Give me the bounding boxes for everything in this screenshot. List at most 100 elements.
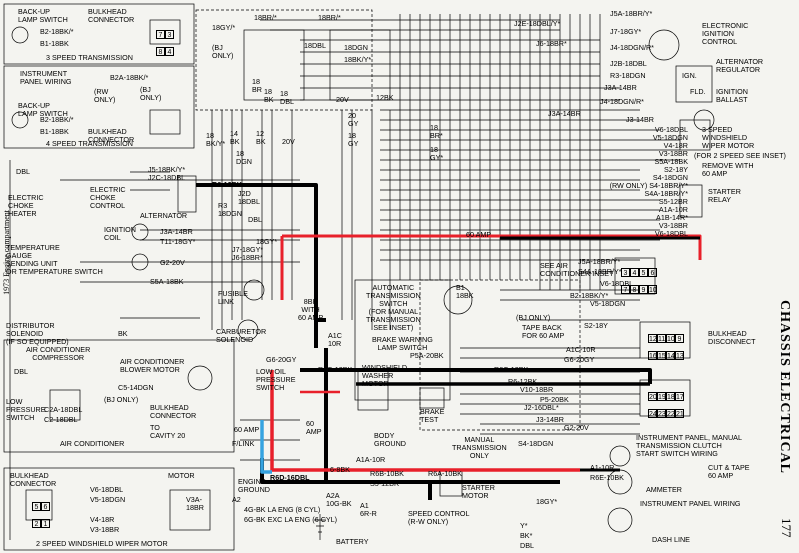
- tape-back-label: TAPE BACK FOR 60 AMP: [522, 323, 565, 340]
- wire-v5-18dgn-center: V5-18DGN: [590, 299, 626, 308]
- center-w18gyb: 18 GY*: [430, 145, 444, 162]
- windshield-washer-motor-label: WINDSHIELD WASHER MOTOR: [362, 363, 408, 388]
- caption-2-speed-wiper: 2 SPEED WINDSHIELD WIPER MOTOR: [36, 539, 168, 548]
- wiper-3-speed-label: 3 SPEED WINDSHIELD WIPER MOTOR: [702, 125, 755, 150]
- brake-test-label: BRAKE TEST: [420, 407, 445, 424]
- wire-j2e-18dbl: J2E-18DBL/Y*: [514, 19, 561, 28]
- wire-6-8bk: 6-8BK: [330, 465, 350, 474]
- pin: 15: [657, 351, 666, 360]
- pin: 7: [621, 285, 630, 294]
- y-wire-label: Y*: [520, 521, 528, 530]
- wire-j4-18dgn: J4-18DGN/R*: [610, 43, 654, 52]
- pin: 22: [666, 409, 675, 418]
- cut-and-tape-label: CUT & TAPE 60 AMP: [708, 463, 750, 480]
- right-wire-item: A1A-10R: [658, 205, 688, 214]
- center-60-amp: 60 AMP: [466, 230, 492, 239]
- wire-s5-12br: S5-12BR: [370, 479, 400, 488]
- wire-j3a-14br: J3A-14BR: [160, 227, 193, 236]
- ammeter-label: AMMETER: [646, 485, 682, 494]
- bulkhead-disconnect-label: BULKHEAD DISCONNECT: [708, 329, 756, 346]
- wire-r3-18dgn-right: R3-18DGN: [610, 71, 646, 80]
- 60-amp-label-b: 60 AMP: [234, 425, 260, 434]
- wire-c5-14dgn: C5-14DGN: [118, 383, 154, 392]
- wire-g2-20v: G2-20V: [160, 258, 185, 267]
- wire-r6-12bk-label: R6-12BK: [212, 180, 242, 189]
- starter-relay-label: STARTER RELAY: [708, 187, 741, 204]
- pin: 17: [675, 392, 684, 401]
- wire-v3a-18br: V3A- 18BR: [186, 495, 204, 512]
- starter-motor-label: STARTER MOTOR: [462, 483, 495, 500]
- wire-r6c-12bk: R6C-12BK: [318, 365, 353, 374]
- bj-only-note: (BJ ONLY): [140, 85, 162, 102]
- wire-s4a-18br: S4A-18BR/Y*: [578, 267, 622, 276]
- pin: 10: [666, 334, 675, 343]
- pin: 5: [32, 502, 41, 511]
- instrument-panel-wiring-label: INSTRUMENT PANEL WIRING: [20, 69, 72, 86]
- wire-t11-18gy: T11-18GY*: [160, 237, 196, 246]
- pin: 5: [639, 268, 648, 277]
- center-top-wire-4: 18DBL: [304, 41, 326, 50]
- instrument-panel-manual-label: INSTRUMENT PANEL, MANUAL TRANSMISSION CL…: [636, 433, 742, 458]
- pin: 4: [630, 268, 639, 277]
- trans4-frame: [3, 65, 195, 149]
- ignition-ballast-label: IGNITION BALLAST: [716, 87, 748, 104]
- center-w18gy: 18 GY: [348, 131, 359, 148]
- center-w18-bk: 18 BK: [264, 87, 274, 104]
- pin: 18: [666, 392, 675, 401]
- wire-a1-10r-right: A1-10R: [590, 463, 615, 472]
- pin: 1: [41, 519, 50, 528]
- backup-switch-label-3spd: BACK-UP LAMP SWITCH: [18, 7, 68, 24]
- wire-b2-18bk-3spd: B2-18BK/*: [40, 27, 74, 36]
- pin: 20: [648, 392, 657, 401]
- right-wire-item: S5-12BR: [658, 197, 688, 206]
- center-w14bk: 14 BK: [230, 129, 240, 146]
- wire-a1a-10r: A1A-10R: [356, 455, 386, 464]
- wire-v6-18dbl-center: V6-18DBL: [600, 279, 634, 288]
- center-w18bk: 18 BK/Y*: [206, 131, 226, 148]
- electronic-ignition-control-label: ELECTRONIC IGNITION CONTROL: [702, 21, 749, 46]
- backup-switch-label-4spd: BACK-UP LAMP SWITCH: [18, 101, 68, 118]
- wire-v5-18dgn: V5-18DGN: [90, 495, 126, 504]
- center-top-wire-6: 18BK/Y*: [344, 55, 372, 64]
- wire-18gy: 18GY*: [256, 237, 278, 246]
- pin: 13: [675, 351, 684, 360]
- wire-r6d-16dbl-trace: [260, 420, 272, 474]
- pin: 10: [648, 285, 657, 294]
- wire-v4-18r: V4-18R: [90, 515, 115, 524]
- pin: 19: [657, 392, 666, 401]
- bulkhead-label-3spd: BULKHEAD CONNECTOR: [88, 7, 135, 24]
- wire-j2-16dbl: J2-16DBL*: [524, 403, 559, 412]
- wire-s2-18y: S2-18Y: [584, 321, 608, 330]
- wire-j3a-14br-right-2: J3A-14BR: [548, 109, 581, 118]
- wire-a1c-10r-center: A1C-10R: [566, 345, 596, 354]
- automatic-transmission-switch-label: AUTOMATIC TRANSMISSION SWITCH (FOR MANUA…: [366, 283, 421, 332]
- side-caption: 1973 Engine compartment: [2, 210, 11, 295]
- right-wire-item: S2-18Y: [664, 165, 688, 174]
- caption-air-conditioner: AIR CONDITIONER: [60, 439, 125, 448]
- pin: 16: [648, 351, 657, 360]
- bk-label: BK: [118, 329, 128, 338]
- center-w18br: 18 BR*: [430, 123, 443, 140]
- pin: 24: [648, 409, 657, 418]
- fld-terminal-label: FLD.: [690, 87, 706, 96]
- wire-j5a-18br: J5A-18BR/Y*: [578, 257, 621, 266]
- wire-j4-18dgn-right: J4-18DGN/R*: [600, 97, 644, 106]
- wire-6g-bk: 6G-BK EXC LA ENG (6 CYL): [244, 515, 338, 524]
- wire-r6b-10bk: R6B-10BK: [370, 469, 404, 478]
- right-wire-list: V6-18DBL V5-18DGN V4-18R V3-18BR S5A-18B…: [568, 126, 688, 238]
- manual-transmission-only-label: MANUAL TRANSMISSION ONLY: [452, 435, 507, 460]
- low-oil-pressure-switch-label: LOW OIL PRESSURE SWITCH: [256, 367, 296, 392]
- pin: 21: [675, 409, 684, 418]
- pin: 8: [156, 47, 165, 56]
- right-wire-item: V6-18DBL: [654, 229, 688, 238]
- wire-b2-18bk-4spd: B2-18BK/*: [40, 115, 74, 124]
- wire-r6a-10bk: R6A-10BK: [428, 469, 462, 478]
- pin: 3: [621, 268, 630, 277]
- center-bj-only-2: (BJ ONLY): [516, 313, 551, 322]
- wire-b2-18bk-center: B2-18BK/Y*: [570, 291, 609, 300]
- wire-b1-18bk-3spd: B1-18BK: [40, 39, 69, 48]
- dbl-label-2: DBL: [248, 215, 262, 224]
- bk-with-60amp-label: 8BK WITH 60 AMP: [298, 297, 324, 322]
- center-w18-br: 18 BR: [252, 77, 262, 94]
- right-wire-item: (RW ONLY) S4-18BR/Y*: [609, 181, 688, 190]
